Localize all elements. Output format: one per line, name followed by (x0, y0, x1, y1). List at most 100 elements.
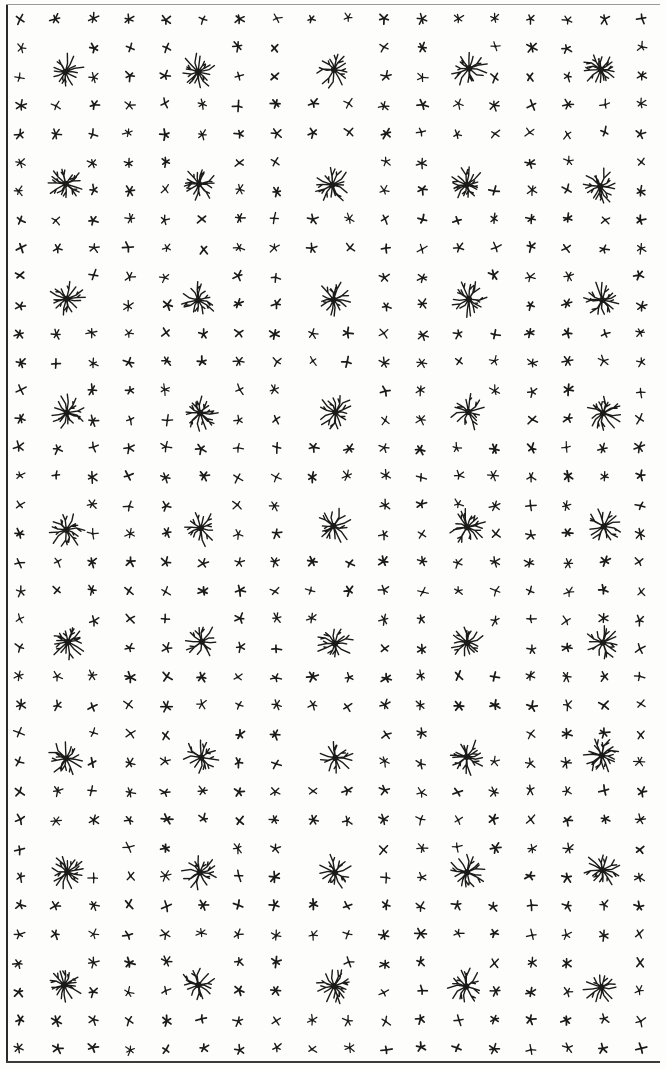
cross-star-icon (233, 900, 243, 909)
cross-star-icon (489, 501, 500, 511)
cross-star-icon (15, 414, 25, 423)
cross-star-icon (86, 470, 100, 484)
cross-star-icon (234, 556, 246, 568)
cross-star-icon (378, 41, 390, 54)
cross-star-icon (273, 443, 281, 454)
cross-star-icon (597, 698, 611, 711)
cross-star-icon (123, 898, 135, 910)
cross-star-icon (601, 815, 611, 824)
cross-star-icon (308, 929, 320, 941)
cross-star-icon (88, 269, 98, 279)
cross-star-icon (196, 672, 206, 683)
cross-star-icon (597, 442, 607, 453)
cross-star-icon (233, 869, 244, 882)
cross-star-icon (341, 815, 352, 826)
cross-star-icon (123, 69, 135, 82)
cross-star-icon (344, 241, 357, 254)
cross-star-icon (487, 785, 500, 798)
cross-star-icon (526, 614, 537, 624)
cross-star-icon (415, 126, 426, 137)
radial-splat-icon (184, 170, 214, 200)
cross-star-icon (89, 987, 99, 998)
cross-star-icon (380, 899, 391, 910)
cross-star-icon (88, 441, 101, 454)
radial-splat-icon (50, 282, 85, 315)
radial-splat-icon (452, 53, 487, 85)
radial-splat-icon (448, 968, 480, 1002)
cross-star-icon (125, 386, 136, 396)
cross-star-icon (270, 929, 281, 941)
radial-splat-icon (50, 971, 81, 1002)
cross-star-icon (196, 556, 209, 570)
cross-star-icon (270, 472, 282, 483)
cross-star-icon (380, 1044, 393, 1055)
cross-star-icon (632, 440, 646, 454)
cross-star-icon (489, 443, 501, 455)
cross-star-icon (88, 242, 101, 255)
cross-star-icon (633, 956, 647, 970)
cross-star-icon (196, 129, 209, 142)
cross-star-icon (87, 813, 102, 827)
cross-star-icon (306, 785, 319, 797)
cross-star-icon (86, 555, 98, 568)
cross-star-icon (161, 586, 172, 597)
cross-star-icon (87, 1014, 99, 1027)
cross-star-icon (159, 214, 170, 225)
cross-star-icon (13, 98, 28, 113)
cross-star-icon (14, 269, 26, 280)
cross-star-icon (86, 757, 97, 769)
cross-star-icon (307, 214, 319, 224)
cross-star-icon (488, 186, 499, 196)
cross-star-icon (561, 328, 573, 340)
cross-star-icon (526, 357, 538, 368)
cross-star-icon (342, 125, 355, 137)
cross-star-icon (452, 841, 464, 853)
cross-star-icon (268, 899, 280, 911)
cross-star-icon (635, 586, 648, 598)
cross-star-icon (197, 812, 209, 824)
cross-star-icon (562, 958, 572, 968)
cross-star-icon (233, 415, 243, 425)
cross-star-icon (525, 785, 536, 797)
cross-star-icon (561, 929, 572, 941)
radial-splat-icon (320, 855, 351, 888)
cross-star-icon (597, 929, 610, 943)
cross-star-icon (269, 814, 280, 825)
cross-star-icon (560, 441, 572, 454)
cross-star-icon (14, 129, 24, 139)
cross-star-icon (491, 330, 500, 339)
cross-star-icon (488, 355, 500, 367)
cross-star-icon (379, 14, 389, 24)
cross-star-icon (414, 444, 426, 456)
cross-star-icon (453, 586, 464, 597)
cross-star-icon (269, 156, 281, 168)
cross-star-icon (524, 1013, 537, 1026)
cross-star-icon (124, 528, 135, 538)
radial-splat-icon (186, 627, 216, 655)
cross-star-icon (527, 957, 540, 970)
cross-star-icon (632, 755, 645, 768)
cross-star-icon (270, 127, 283, 139)
radial-splat-icon (318, 629, 353, 657)
cross-star-icon (376, 554, 390, 568)
cross-star-icon (636, 70, 648, 82)
cross-star-icon (234, 15, 245, 25)
cross-star-icon (635, 528, 645, 539)
cross-star-icon (378, 928, 391, 942)
cross-star-icon (12, 986, 26, 999)
cross-star-icon (417, 329, 430, 342)
cross-star-icon (636, 97, 647, 108)
cross-star-icon (635, 185, 647, 198)
radial-splat-icon (316, 168, 347, 201)
cross-star-icon (599, 471, 609, 481)
cross-star-icon (158, 786, 170, 798)
radial-splat-icon (452, 627, 483, 656)
cross-star-icon (380, 498, 393, 510)
cross-star-icon (14, 382, 29, 396)
cross-star-icon (121, 840, 136, 855)
cross-star-icon (87, 872, 98, 883)
cross-star-icon (234, 957, 245, 967)
cross-star-icon (195, 927, 208, 940)
cross-star-icon (489, 1043, 500, 1054)
cross-star-icon (48, 899, 61, 912)
